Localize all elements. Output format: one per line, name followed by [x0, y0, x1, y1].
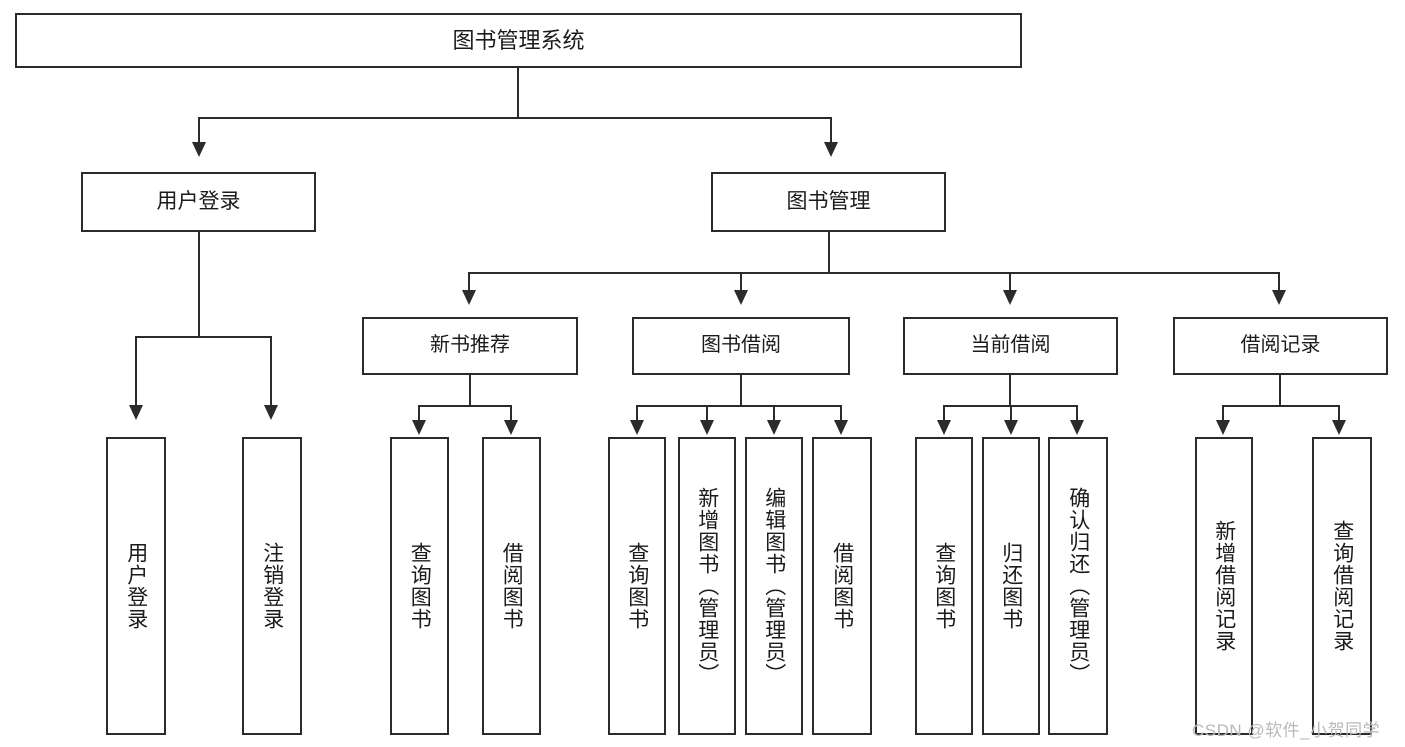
node-current-borrow[interactable]: 当前借阅 — [903, 317, 1118, 375]
leaf-borrow-record-query[interactable]: 查询借阅记录 — [1312, 437, 1372, 735]
node-user-login[interactable]: 用户登录 — [81, 172, 316, 232]
node-label: 新增图书（管理员） — [695, 487, 719, 685]
node-label: 图书管理系统 — [452, 27, 585, 53]
leaf-current-borrow-confirm-return[interactable]: 确认归还（管理员） — [1048, 437, 1108, 735]
node-label: 编辑图书（管理员） — [762, 487, 786, 685]
node-label: 新增借阅记录 — [1212, 520, 1236, 652]
connector-user-login-bus — [135, 336, 272, 338]
connector-book-borrow-drop-1 — [636, 405, 638, 421]
arrowhead-root-to-book-manage — [824, 142, 838, 157]
connector-new-book-drop-2 — [510, 405, 512, 421]
connector-borrow-record-drop-1 — [1222, 405, 1224, 421]
node-label: 确认归还（管理员） — [1066, 487, 1090, 685]
connector-book-borrow-drop-4 — [840, 405, 842, 421]
connector-borrow-record-bus — [1222, 405, 1340, 407]
connector-root-to-user-login — [198, 117, 200, 144]
connector-current-borrow-drop-2 — [1010, 405, 1012, 421]
connector-book-manage-stem — [828, 232, 830, 273]
arrowhead-level3-2 — [734, 290, 748, 305]
watermark-csdn: CSDN @软件_小贺同学 — [1192, 721, 1381, 740]
node-label: 查询图书 — [625, 542, 649, 630]
leaf-user-login-login[interactable]: 用户登录 — [106, 437, 166, 735]
node-label: 图书管理 — [786, 189, 871, 213]
leaf-book-borrow-query[interactable]: 查询图书 — [608, 437, 666, 735]
connector-book-borrow-drop-2 — [706, 405, 708, 421]
arrowhead-level3-1 — [462, 290, 476, 305]
node-label: 借阅图书 — [500, 542, 524, 630]
node-label: 借阅记录 — [1240, 334, 1321, 357]
connector-book-borrow-bus — [636, 405, 842, 407]
node-label: 用户登录 — [156, 189, 241, 213]
leaf-borrow-record-add[interactable]: 新增借阅记录 — [1195, 437, 1253, 735]
node-label: 当前借阅 — [970, 334, 1051, 357]
node-label: 查询借阅记录 — [1330, 520, 1354, 652]
leaf-current-borrow-query[interactable]: 查询图书 — [915, 437, 973, 735]
connector-root-bus — [198, 117, 832, 119]
connector-current-borrow-drop-3 — [1076, 405, 1078, 421]
arrowhead-borrow-record-leaf-1 — [1216, 420, 1230, 435]
connector-book-manage-drop-2 — [740, 272, 742, 292]
leaf-book-borrow-edit[interactable]: 编辑图书（管理员） — [745, 437, 803, 735]
connector-root-stem — [517, 68, 519, 118]
arrowhead-current-borrow-leaf-1 — [937, 420, 951, 435]
arrowhead-root-to-user-login — [192, 142, 206, 157]
arrowhead-book-borrow-leaf-3 — [767, 420, 781, 435]
arrowhead-user-login-leaf-2 — [264, 405, 278, 420]
connector-user-login-drop-1 — [135, 336, 137, 408]
node-label: 图书借阅 — [701, 334, 781, 357]
connector-borrow-record-drop-2 — [1338, 405, 1340, 421]
node-label: 借阅图书 — [830, 542, 854, 630]
node-borrow-record[interactable]: 借阅记录 — [1173, 317, 1388, 375]
arrowhead-level3-4 — [1272, 290, 1286, 305]
leaf-new-book-borrow[interactable]: 借阅图书 — [482, 437, 541, 735]
connector-new-book-drop-1 — [418, 405, 420, 421]
arrowhead-new-book-leaf-2 — [504, 420, 518, 435]
node-label: 查询图书 — [408, 542, 432, 630]
node-label: 注销登录 — [260, 542, 284, 630]
node-root-system[interactable]: 图书管理系统 — [15, 13, 1022, 68]
node-new-book-recommend[interactable]: 新书推荐 — [362, 317, 578, 375]
arrowhead-current-borrow-leaf-2 — [1004, 420, 1018, 435]
connector-new-book-bus — [418, 405, 511, 407]
arrowhead-user-login-leaf-1 — [129, 405, 143, 420]
leaf-current-borrow-return[interactable]: 归还图书 — [982, 437, 1040, 735]
node-label: 归还图书 — [999, 542, 1023, 630]
node-label: 查询图书 — [932, 542, 956, 630]
connector-book-manage-drop-1 — [468, 272, 470, 292]
arrowhead-borrow-record-leaf-2 — [1332, 420, 1346, 435]
arrowhead-book-borrow-leaf-4 — [834, 420, 848, 435]
node-book-management[interactable]: 图书管理 — [711, 172, 946, 232]
leaf-user-login-logout[interactable]: 注销登录 — [242, 437, 302, 735]
leaf-new-book-query[interactable]: 查询图书 — [390, 437, 449, 735]
connector-current-borrow-stem — [1009, 375, 1011, 406]
node-label: 用户登录 — [124, 542, 148, 630]
arrowhead-book-borrow-leaf-1 — [630, 420, 644, 435]
connector-root-to-book-manage — [830, 117, 832, 144]
connector-book-borrow-stem — [740, 375, 742, 406]
connector-new-book-stem — [469, 375, 471, 406]
arrowhead-book-borrow-leaf-2 — [700, 420, 714, 435]
connector-borrow-record-stem — [1279, 375, 1281, 406]
leaf-book-borrow-add[interactable]: 新增图书（管理员） — [678, 437, 736, 735]
arrowhead-level3-3 — [1003, 290, 1017, 305]
node-book-borrow[interactable]: 图书借阅 — [632, 317, 850, 375]
arrowhead-current-borrow-leaf-3 — [1070, 420, 1084, 435]
connector-current-borrow-drop-1 — [943, 405, 945, 421]
connector-book-manage-bus — [468, 272, 1280, 274]
leaf-book-borrow-borrow[interactable]: 借阅图书 — [812, 437, 872, 735]
node-label: 新书推荐 — [430, 334, 510, 357]
connector-book-borrow-drop-3 — [773, 405, 775, 421]
connector-user-login-drop-2 — [270, 336, 272, 408]
connector-book-manage-drop-4 — [1278, 272, 1280, 292]
connector-book-manage-drop-3 — [1009, 272, 1011, 292]
connector-user-login-stem — [198, 232, 200, 337]
arrowhead-new-book-leaf-1 — [412, 420, 426, 435]
